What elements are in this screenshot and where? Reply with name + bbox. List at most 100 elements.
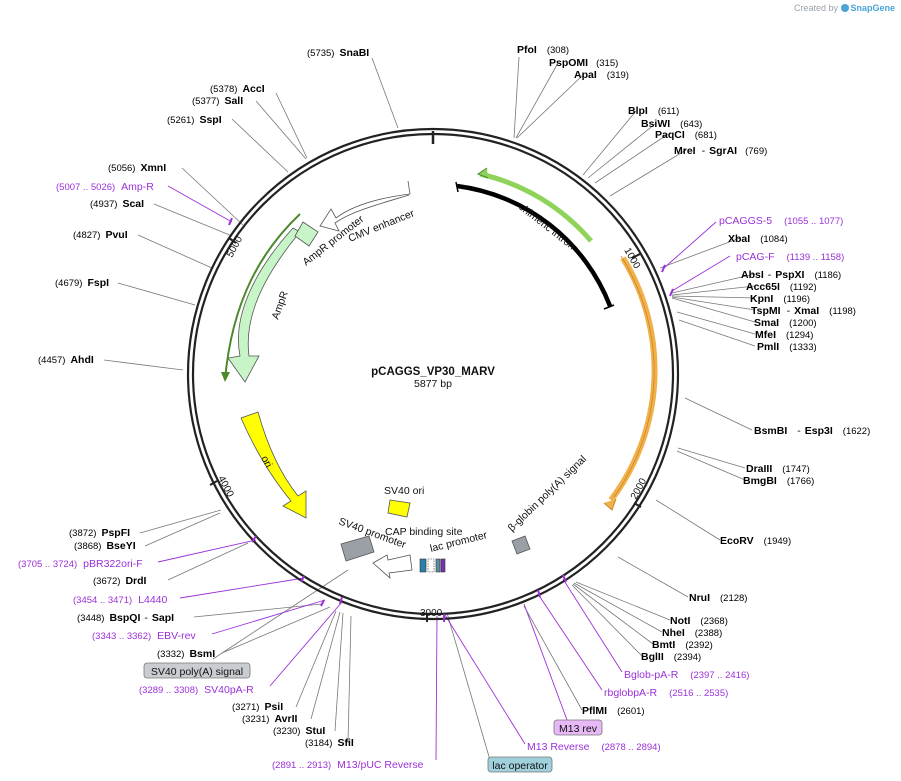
site-name: SfiI [337,737,353,749]
svg-text:rbglobpA-R(2516 .. 2535): rbglobpA-R (2516 .. 2535) [604,687,728,699]
site-name: TspMI [751,305,781,317]
site-position: (4937) [90,199,117,210]
ring-ticks [209,237,642,622]
site-position: (643) [680,119,702,130]
primer-connector-lines [157,185,731,761]
site-position: (1622) [843,426,870,437]
svg-text:KpnI(1196): KpnI(1196) [750,293,810,305]
svg-text:NheI(2388): NheI(2388) [662,627,722,639]
site-position: (5261) [167,115,194,126]
site-name: DrdI [125,575,146,587]
svg-text:BmtI(2392): BmtI(2392) [652,639,713,651]
site-name: PmlI [757,341,779,353]
feature-label-ori: ori [258,454,274,470]
site-position: (1766) [787,476,814,487]
feature-ori [240,411,307,519]
feature-sv40-ori [387,499,411,518]
site-position: (2128) [720,593,747,604]
site-position: (3868) [74,541,101,552]
svg-text:(3872)PspFI: (3872)PspFI [69,527,130,539]
svg-text:ApaI(319): ApaI(319) [574,69,629,81]
svg-text:Bglob-pA-R(2397 .. 2416): Bglob-pA-R(2397 .. 2416) [624,669,749,681]
watermark: Created by SnapGene [794,3,895,13]
feature-label-cap-binding-site: CAP binding site [385,526,463,538]
site-name: BsmBI [754,425,787,437]
primer-position: (2891 .. 2913) [272,760,331,771]
site-name: SmaI [754,317,779,329]
site-name-2: Esp3I [805,425,833,437]
boxed-labels: SV40 poly(A) signal M13 rev lac operator [143,662,603,773]
svg-text:(4457)AhdI: (4457)AhdI [38,354,94,366]
tick-label-2000: 2000 [629,476,649,501]
site-name: SnaBI [339,47,369,59]
site-name: XmnI [140,162,166,174]
site-position: (3872) [69,528,96,539]
svg-text:NruI(2128): NruI (2128) [689,592,747,604]
svg-text:pCAGGS-5(1055 .. 1077): pCAGGS-5(1055 .. 1077) [719,215,843,227]
site-name: XbaI [728,233,750,245]
primer-name: rbglobpA-R [604,687,658,699]
primer-position: (3289 .. 3308) [139,685,198,696]
site-name: StuI [305,725,325,737]
svg-text:DraIII(1747): DraIII(1747) [746,463,810,475]
site-name: NruI [689,592,710,604]
site-name: ApaI [574,69,597,81]
primer-position: (3705 .. 3724) [18,559,77,570]
watermark-prefix: Created by [793,3,838,13]
primer-marks [228,217,674,622]
site-position: (1192) [790,282,817,293]
site-position: (2601) [617,706,644,717]
primer-position: (3454 .. 3471) [73,595,132,606]
svg-text:AbsI-PspXI(1186): AbsI-PspXI(1186) [741,269,841,281]
plasmid-name: pCAGGS_VP30_MARV [371,366,495,378]
primer-position: (2878 .. 2894) [601,742,660,753]
site-name-2: XmaI [794,305,819,317]
site-position: (3231) [242,714,269,725]
svg-text:(3343 .. 3362)EBV-rev: (3343 .. 3362)EBV-rev [92,630,196,642]
svg-text:pCAG-F(1139 .. 1158): pCAG-F(1139 .. 1158) [736,251,844,263]
site-position: (4457) [38,355,65,366]
site-position: (3332) [157,649,184,660]
svg-text:(3448)BspQI-SapI: (3448)BspQI-SapI [77,612,174,624]
svg-text:BmgBI(1766): BmgBI(1766) [743,475,814,487]
svg-text:(3271)PsiI: (3271)PsiI [232,701,283,713]
svg-text:(4679)FspI: (4679)FspI [55,277,109,289]
feature-sv40-gray-block [340,535,375,562]
feature-cmv-enhancer [319,180,411,232]
site-position: (3230) [273,726,300,737]
site-position: (2388) [695,628,722,639]
connector-lines [103,56,756,761]
site-name: PsiI [264,701,283,713]
svg-text:(3454 .. 3471)L4440: (3454 .. 3471) L4440 [73,594,168,606]
svg-text:PmlI(1333): PmlI(1333) [757,341,817,353]
site-name: PfoI [517,44,537,56]
svg-text:(5056)XmnI: (5056)XmnI [108,162,166,174]
site-position: (2392) [685,640,712,651]
site-name: BlpI [628,105,648,117]
site-position: (5735) [307,48,334,59]
primer-name: M13 Reverse [527,741,590,753]
primer-position: (2516 .. 2535) [669,688,728,699]
site-name: BseYI [106,540,135,552]
svg-text:(4937)ScaI: (4937) ScaI [90,198,144,210]
primer-name: pBR322ori-F [83,558,143,570]
primer-name: Amp-R [121,181,154,193]
site-name: AbsI [741,269,764,281]
site-name: ScaI [122,198,144,210]
site-name: BglII [641,651,664,663]
feature-beta-globin-polya [511,535,531,555]
primer-name: L4440 [138,594,167,606]
feature-label-sv40-ori: SV40 ori [384,485,424,497]
svg-text:MfeI(1294): MfeI(1294) [755,329,813,341]
svg-text:(5261)SspI: (5261)SspI [167,114,222,126]
site-name: SalI [224,95,243,107]
site-position: (3448) [77,613,104,624]
site-name: MreI [674,145,696,157]
site-name: MfeI [755,329,776,341]
svg-text:M13 Reverse(2878 .. 2894): M13 Reverse (2878 .. 2894) [527,741,661,753]
svg-text:Acc65I(1192): Acc65I(1192) [746,281,817,293]
svg-text:PspOMI(315): PspOMI(315) [549,57,618,69]
svg-text:BsiWI(643): BsiWI(643) [641,118,702,130]
primer-name: M13/pUC Reverse [337,759,424,771]
